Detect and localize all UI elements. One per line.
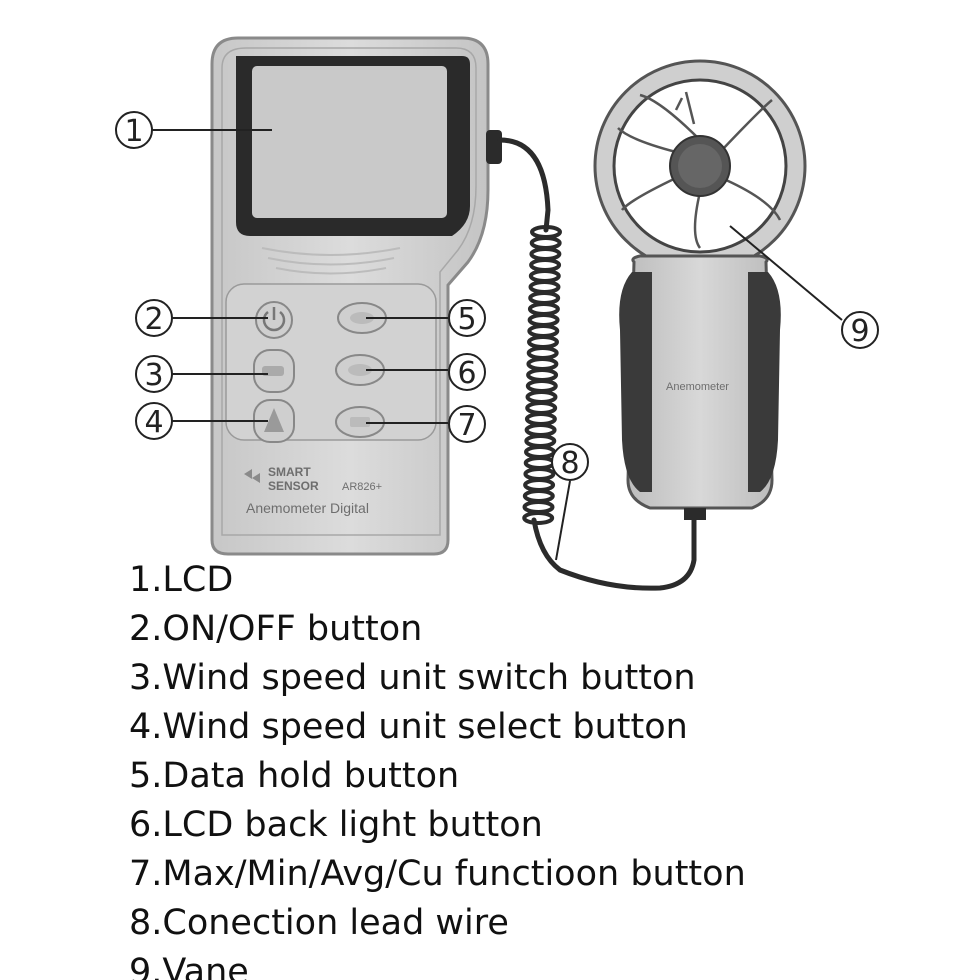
cord-coil-loop <box>529 258 562 272</box>
cord-coil-loop <box>529 236 562 250</box>
cord-coil-loop <box>526 346 559 360</box>
brand-line2: SENSOR <box>268 479 319 493</box>
legend-item: 5.Data hold button <box>129 756 460 796</box>
svg-text:8: 8 <box>560 446 579 481</box>
cord-coil-loop <box>528 291 561 305</box>
legend-list: 1.LCD 2.ON/OFF button 3.Wind speed unit sw… <box>129 556 969 980</box>
brand-logo: SMART SENSOR <box>244 465 319 493</box>
callout-1: 1 <box>115 111 153 149</box>
callout-4: 4 <box>135 402 173 440</box>
cord-coil-loop <box>526 357 559 371</box>
callout-2: 2 <box>135 299 173 337</box>
cord-coil-loop <box>523 456 556 470</box>
coiled-cord <box>522 225 562 525</box>
callout-9: 9 <box>841 311 879 349</box>
left-grip <box>619 272 652 492</box>
callout-7: 7 <box>448 405 486 443</box>
svg-text:3: 3 <box>144 358 163 393</box>
cord-coil-loop <box>529 247 562 261</box>
probe-label: Anemometer <box>666 381 729 393</box>
arrow-up-icon <box>264 408 284 432</box>
cord-coil-loop <box>528 269 561 283</box>
right-grip <box>748 272 781 492</box>
cord-coil-loop <box>527 335 559 349</box>
legend-item: 7.Max/Min/Avg/Cu functioon button <box>129 854 746 894</box>
svg-text:4: 4 <box>144 405 163 440</box>
cord-coil-loop <box>522 511 555 525</box>
cord-coil-loop <box>528 280 561 294</box>
cord-coil-loop <box>525 379 558 393</box>
cord-coil-loop <box>524 412 557 426</box>
cord-coil-loop <box>524 445 556 459</box>
lcd-screen <box>252 66 447 218</box>
svg-text:1: 1 <box>124 114 143 149</box>
speaker-grille <box>261 247 401 275</box>
legend-item: 3.Wind speed unit switch button <box>129 658 696 698</box>
device-name: Anemometer Digital <box>246 500 369 516</box>
callout-5: 5 <box>448 299 486 337</box>
lcd <box>236 56 470 236</box>
svg-text:7: 7 <box>457 408 476 443</box>
connector-port <box>486 130 502 164</box>
legend-item: 8.Conection lead wire <box>129 903 509 943</box>
svg-text:2: 2 <box>144 302 163 337</box>
svg-text:6: 6 <box>457 356 476 391</box>
cord-coil-loop <box>527 324 560 338</box>
cord-coil-loop <box>523 467 556 481</box>
lead-wire <box>497 137 697 591</box>
callout-leaders <box>152 129 843 561</box>
cord-coil-loop <box>522 489 555 503</box>
brand-icon <box>244 469 260 483</box>
unit-switch-button <box>253 349 295 393</box>
svg-text:5: 5 <box>457 302 476 337</box>
cord-coil-loop <box>522 500 555 514</box>
vane-probe <box>593 59 807 273</box>
legend-item: 1.LCD <box>129 560 234 600</box>
cord-coil-loop <box>523 478 556 492</box>
cord-coil-loop <box>524 423 557 437</box>
cord-coil-loop <box>525 390 558 404</box>
brand-line1: SMART <box>268 465 311 479</box>
legend-item: 9.Vane <box>129 952 249 980</box>
cord-coil-loop <box>527 302 560 316</box>
legend-item: 6.LCD back light button <box>129 805 543 845</box>
model-number: AR826+ <box>342 481 382 493</box>
vane-blades <box>617 91 782 249</box>
max-min-button <box>335 406 385 438</box>
svg-text:9: 9 <box>850 314 869 349</box>
probe-handle: Anemometer <box>619 254 781 520</box>
cord-coil-loop <box>526 368 559 382</box>
cord-coil-loop <box>524 434 557 448</box>
power-button <box>255 301 293 339</box>
callout-8: 8 <box>551 443 589 481</box>
legend-item: 2.ON/OFF button <box>129 609 423 649</box>
legend-item: 4.Wind speed unit select button <box>129 707 688 747</box>
callout-3: 3 <box>135 355 173 393</box>
cord-coil-loop <box>525 401 558 415</box>
callout-6: 6 <box>448 353 486 391</box>
cord-coil-loop <box>527 313 560 327</box>
